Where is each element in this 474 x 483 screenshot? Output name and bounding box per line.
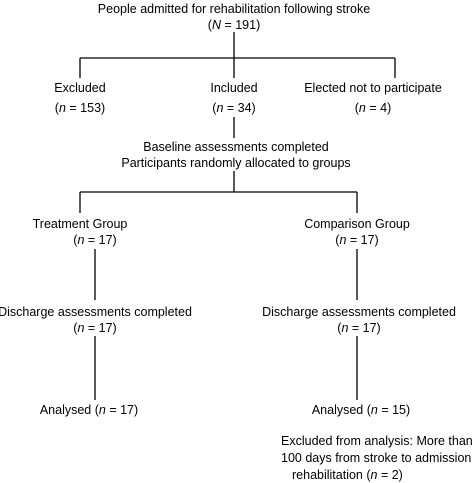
comparison-group-label: Comparison Group <box>304 217 410 231</box>
root-label: People admitted for rehabilitation follo… <box>97 2 371 16</box>
baseline-line2: Participants randomly allocated to group… <box>121 156 351 170</box>
exclusion-note-line1: Excluded from analysis: More than <box>281 434 473 448</box>
comparison-analysed: Analysed (n = 15) <box>311 403 411 417</box>
declined-label: Elected not to participate <box>304 81 442 95</box>
exclusion-note-line2: 100 days from stroke to admission to <box>281 451 474 465</box>
included-count: (n = 34) <box>212 101 256 115</box>
treatment-group-label: Treatment Group <box>32 217 128 231</box>
treatment-group-count: (n = 17) <box>73 233 117 247</box>
excluded-label: Excluded <box>54 81 106 95</box>
included-label: Included <box>210 81 258 95</box>
treatment-discharge-label: Discharge assessments completed <box>0 305 192 319</box>
treatment-discharge-count: (n = 17) <box>73 321 117 335</box>
treatment-analysed: Analysed (n = 17) <box>39 403 139 417</box>
comparison-discharge-label: Discharge assessments completed <box>262 305 456 319</box>
baseline-line1: Baseline assessments completed <box>143 140 329 154</box>
comparison-discharge-count: (n = 17) <box>337 321 381 335</box>
root-count: (N = 191) <box>207 18 261 32</box>
comparison-group-count: (n = 17) <box>335 233 379 247</box>
declined-count: (n = 4) <box>354 101 392 115</box>
excluded-count: (n = 153) <box>54 101 106 115</box>
